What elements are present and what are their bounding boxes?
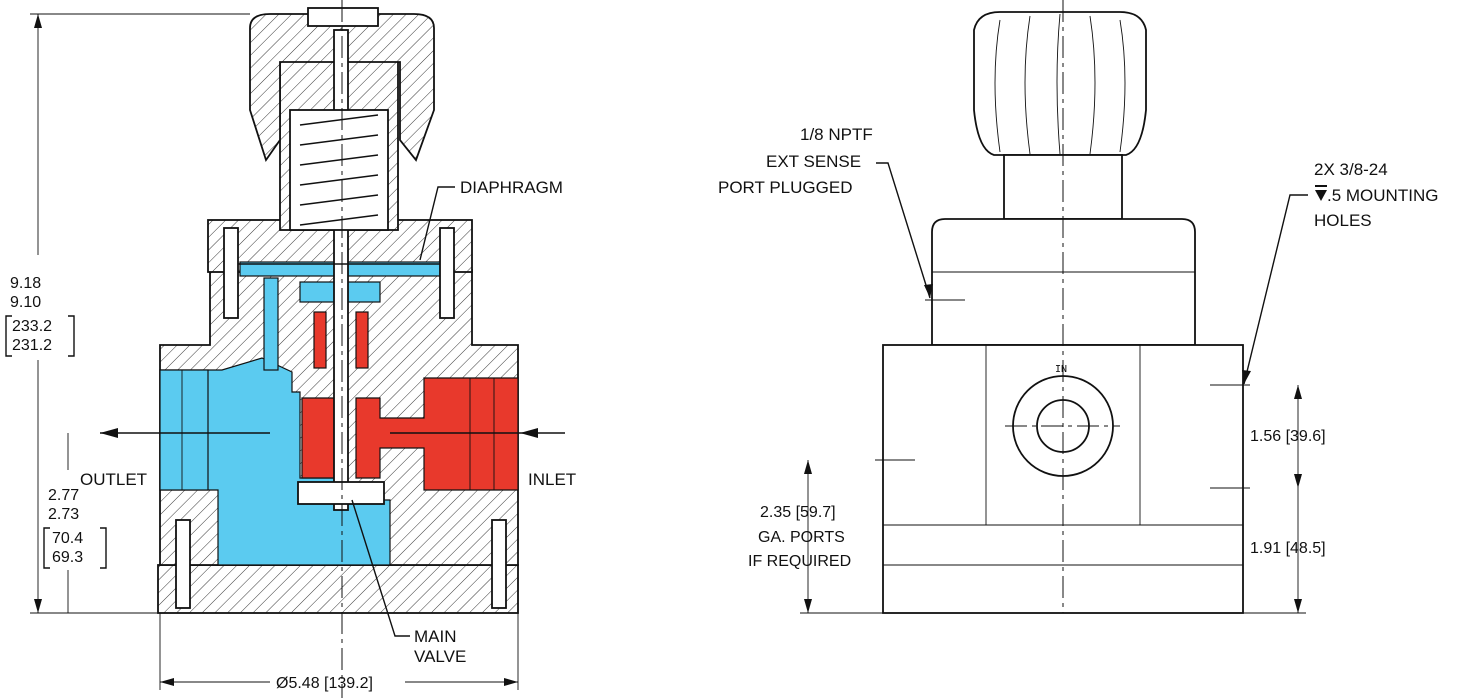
- depth-symbol-icon: [1315, 185, 1327, 201]
- main-valve-label-1: MAIN: [414, 627, 457, 646]
- diameter-dimension: Ø5.48 [139.2]: [159, 613, 519, 692]
- inlet-seat-left: [313, 311, 327, 369]
- overall-height-dimension: 9.18 9.10 233.2 231.2: [5, 13, 250, 614]
- outlet-label: OUTLET: [80, 470, 147, 489]
- port-height-max: 2.77: [48, 487, 79, 504]
- port-mm-min: 69.3: [52, 549, 83, 566]
- sense-port-label-1: 1/8 NPTF: [800, 125, 873, 144]
- port-mm-max: 70.4: [52, 530, 83, 547]
- in-port-label: IN: [1055, 364, 1067, 375]
- base-height-value: 1.91 [48.5]: [1250, 540, 1326, 557]
- adjust-knob: [249, 13, 435, 163]
- height-max: 9.18: [10, 275, 41, 292]
- mount-holes-leader: [1243, 194, 1308, 385]
- mount-holes-label-1: 2X 3/8-24: [1314, 160, 1388, 179]
- port-spacing-value: 1.56 [39.6]: [1250, 428, 1326, 445]
- side-knob: [973, 11, 1147, 156]
- base-plate: [157, 564, 519, 614]
- sense-port-label-3: PORT PLUGGED: [718, 178, 852, 197]
- port-spacing-dimension: 1.56 [39.6]: [1250, 385, 1326, 488]
- main-valve-leader: [351, 499, 410, 637]
- inlet-label: INLET: [528, 470, 576, 489]
- inlet-passage: [355, 377, 519, 491]
- mount-holes-label-3: HOLES: [1314, 211, 1372, 230]
- sense-port-label-2: EXT SENSE: [766, 152, 861, 171]
- diameter-value: Ø5.48 [139.2]: [276, 675, 373, 692]
- main-valve-poppet: [297, 481, 385, 505]
- inlet-seat-right: [355, 311, 369, 369]
- height-mm-min: 231.2: [12, 337, 52, 354]
- inlet-flow-arrow: [390, 428, 565, 438]
- section-view: DIAPHRAGM OUTLET INLET MAIN VALVE 9.18 9…: [5, 0, 576, 698]
- outlet-threads: [181, 370, 209, 490]
- gauge-port-label-2: GA. PORTS: [758, 529, 845, 546]
- knob-cap: [307, 7, 379, 27]
- gauge-port-label-1: 2.35 [59.7]: [760, 504, 836, 521]
- sense-port-leader: [876, 162, 931, 299]
- inlet-threads: [469, 378, 495, 490]
- flange-bolts: [175, 227, 507, 609]
- port-height-min: 2.73: [48, 506, 79, 523]
- valve-stem: [333, 29, 349, 511]
- side-view: IN 1/8 NPTF EXT SENSE PORT PLUGGED 2X 3/…: [718, 0, 1438, 614]
- spring: [289, 109, 389, 231]
- sense-passage: [263, 277, 279, 371]
- gauge-port-dimension: 2.35 [59.7] GA. PORTS IF REQUIRED: [748, 460, 883, 614]
- port-height-dimension: 2.77 2.73 70.4 69.3: [43, 433, 107, 613]
- diaphragm-leader: [419, 186, 455, 261]
- base-height-dimension: 1.91 [48.5]: [1243, 488, 1326, 614]
- gauge-port-label-3: IF REQUIRED: [748, 553, 851, 570]
- outlet-flow-arrow: [100, 428, 270, 438]
- height-min: 9.10: [10, 294, 41, 311]
- mount-holes-label-2: .5 MOUNTING: [1327, 186, 1438, 205]
- diaphragm-label: DIAPHRAGM: [460, 178, 563, 197]
- main-valve-label-2: VALVE: [414, 647, 466, 666]
- knob-flutes: [994, 13, 1126, 155]
- height-mm-max: 233.2: [12, 318, 52, 335]
- outlet-port: [159, 369, 209, 491]
